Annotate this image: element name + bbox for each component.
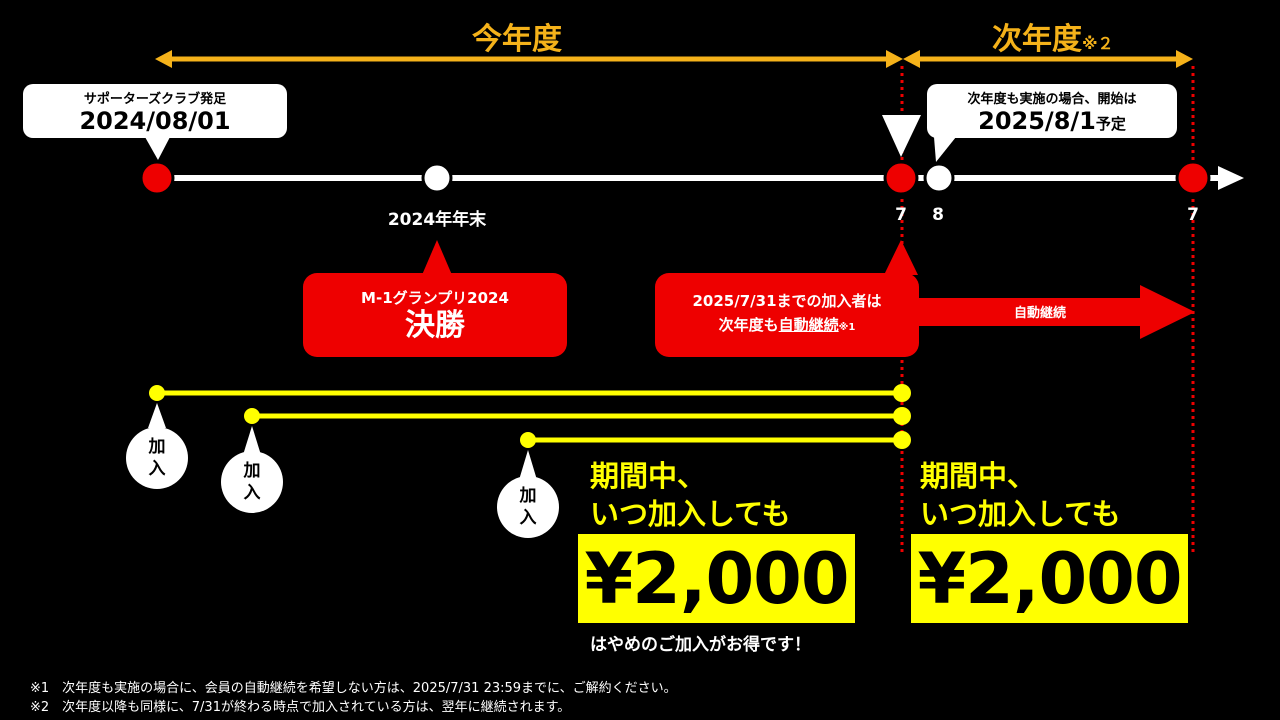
tick-july-next: 7 bbox=[1187, 205, 1199, 225]
footnote-1: ※1 次年度も実施の場合に、会員の自動継続を希望しない方は、2025/7/31 … bbox=[30, 681, 677, 696]
next-start-date: 2025/8/1 bbox=[978, 107, 1096, 135]
club-launch-label: サポーターズクラブ発足 bbox=[83, 92, 227, 107]
tick-july: 7 bbox=[895, 205, 907, 225]
club-launch-date: 2024/08/01 bbox=[79, 107, 231, 135]
auto-continue-label: 自動継続 bbox=[1013, 306, 1066, 321]
club-launch-callout: サポーターズクラブ発足 2024/08/01 bbox=[23, 84, 287, 138]
promo-left-line1: 期間中、 bbox=[590, 459, 707, 493]
continuation-emph: 自動継続 bbox=[778, 316, 839, 334]
this-year-span-arrow bbox=[155, 50, 903, 68]
timeline-point-year-end bbox=[421, 162, 453, 194]
promo-right-line2: いつ加入しても bbox=[920, 497, 1121, 531]
next-start-callout: 次年度も実施の場合、開始は 2025/8/1予定 bbox=[927, 84, 1177, 138]
bubble-tail-2 bbox=[243, 426, 261, 455]
tick-august: 8 bbox=[932, 205, 944, 225]
join-bubble-3-text: 加入 bbox=[519, 486, 537, 528]
next-start-date-line: 2025/8/1予定 bbox=[927, 107, 1177, 138]
bubble-tail-1 bbox=[148, 403, 166, 428]
year-end-label: 2024年年末 bbox=[387, 210, 487, 230]
continuation-note: ※1 bbox=[838, 322, 856, 333]
this-year-header: 今年度 bbox=[472, 22, 562, 57]
promo-right-price: ¥2,000 bbox=[911, 534, 1188, 623]
auto-continue-arrow bbox=[918, 285, 1195, 339]
next-year-header-text: 次年度 bbox=[992, 22, 1082, 57]
footnote-2: ※2 次年度以降も同様に、7/31が終わる時点で加入されている方は、翌年に継続さ… bbox=[30, 700, 571, 715]
bubble-tail-3 bbox=[519, 450, 537, 480]
promo-right-line1: 期間中、 bbox=[920, 459, 1037, 493]
continuation-line1: 2025/7/31までの加入者は bbox=[692, 292, 882, 310]
join-bubble-1: 加入 bbox=[126, 427, 188, 489]
promo-right-heading: 期間中、 いつ加入しても bbox=[920, 457, 1121, 533]
continuation-box: 2025/7/31までの加入者は 次年度も自動継続※1 bbox=[655, 273, 919, 357]
join-bubble-3: 加入 bbox=[497, 476, 559, 538]
join-line-3 bbox=[520, 431, 911, 449]
timeline-point-july bbox=[883, 160, 919, 196]
promo-left-price: ¥2,000 bbox=[578, 534, 855, 623]
next-year-header: 次年度※２ bbox=[992, 14, 1114, 58]
timeline-point-august bbox=[923, 162, 955, 194]
timeline-arrowhead bbox=[1218, 166, 1244, 190]
callout-tail-next-start bbox=[934, 137, 956, 162]
promo-left-heading: 期間中、 いつ加入しても bbox=[590, 457, 791, 533]
finals-title: M-1グランプリ2024 bbox=[361, 289, 509, 307]
join-bubble-2: 加入 bbox=[221, 451, 283, 513]
finals-subtitle: 決勝 bbox=[405, 308, 465, 343]
callout-tail-launch bbox=[145, 137, 170, 160]
finals-box: M-1グランプリ2024 決勝 bbox=[303, 273, 567, 357]
join-bubble-2-text: 加入 bbox=[243, 461, 261, 503]
timeline-point-start bbox=[139, 160, 175, 196]
continuation-box-pointer bbox=[884, 240, 918, 275]
continuation-prefix: 次年度も bbox=[718, 316, 779, 334]
next-year-span-arrow bbox=[903, 50, 1193, 68]
finals-box-pointer bbox=[422, 240, 452, 275]
join-line-1 bbox=[149, 384, 911, 402]
next-start-suffix: 予定 bbox=[1095, 115, 1126, 133]
continuation-line2: 次年度も自動継続※1 bbox=[655, 313, 919, 340]
promo-left-line2: いつ加入しても bbox=[590, 497, 791, 531]
promo-left-caption: はやめのご加入がお得です！ bbox=[590, 635, 811, 655]
join-line-2 bbox=[244, 407, 911, 425]
down-triangle-marker bbox=[882, 115, 921, 157]
next-start-label: 次年度も実施の場合、開始は bbox=[967, 92, 1137, 107]
next-year-header-note: ※２ bbox=[1082, 34, 1114, 53]
join-bubble-1-text: 加入 bbox=[148, 437, 166, 479]
timeline-point-july-next bbox=[1175, 160, 1211, 196]
